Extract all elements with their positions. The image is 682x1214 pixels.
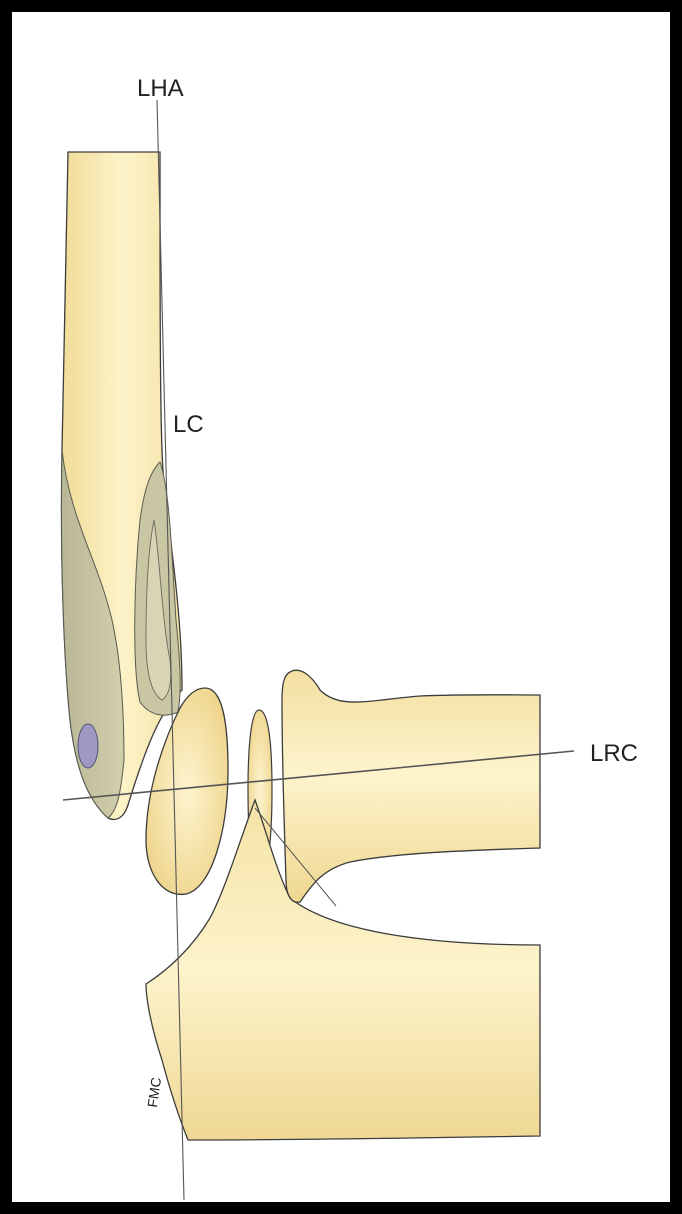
label-lrc: LRC bbox=[590, 740, 638, 767]
label-fmc: FMC bbox=[144, 1076, 164, 1108]
label-lha: LHA bbox=[137, 75, 184, 102]
label-lc: LC bbox=[173, 411, 204, 438]
ossification-center bbox=[78, 724, 98, 768]
humerus bbox=[61, 152, 182, 819]
radius bbox=[282, 670, 540, 902]
